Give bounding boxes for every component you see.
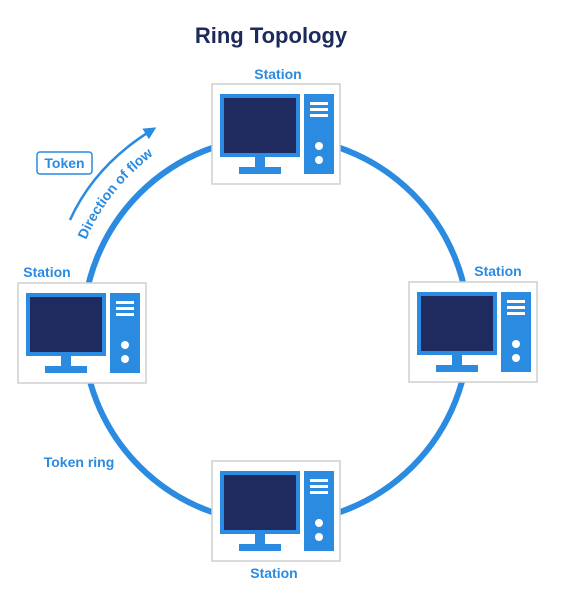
token-badge: Token: [36, 151, 93, 175]
station-top: Station: [211, 66, 341, 185]
page-title: Ring Topology: [195, 23, 348, 48]
token-label: Token: [44, 155, 84, 171]
desktop-computer-icon: [408, 281, 538, 383]
desktop-computer-icon: [17, 282, 147, 384]
arrow-icon: [68, 127, 157, 221]
station-label: Station: [474, 263, 521, 279]
station-left: Station: [17, 264, 147, 384]
station-bottom: Station: [211, 460, 341, 581]
desktop-computer-icon: [211, 460, 341, 562]
station-label: Station: [254, 66, 301, 82]
station-label: Station: [250, 565, 297, 581]
desktop-computer-icon: [211, 83, 341, 185]
token-ring-label: Token ring: [44, 454, 115, 470]
station-label: Station: [23, 264, 70, 280]
station-right: Station: [408, 263, 538, 383]
